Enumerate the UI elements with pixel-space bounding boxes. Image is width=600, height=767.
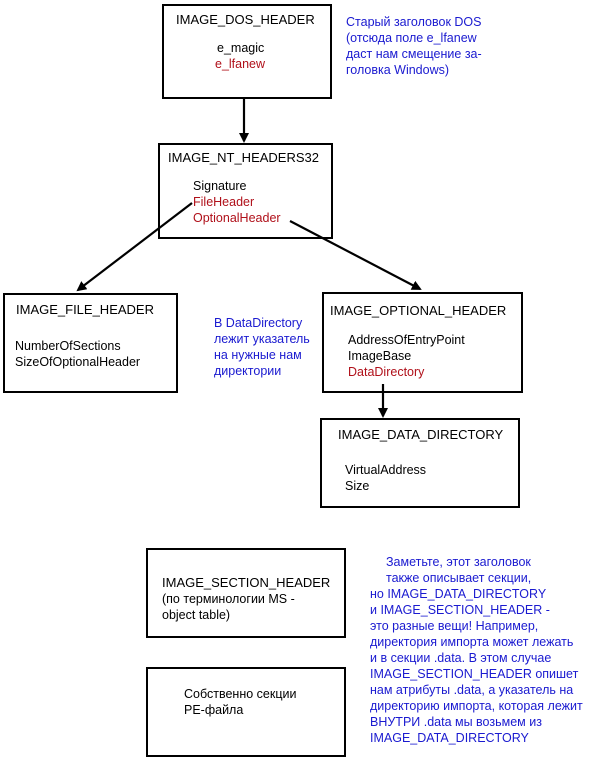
sections-line: PE-файла [184, 703, 244, 717]
dos-note-line: даст нам смещение за- [346, 47, 482, 61]
nt-headers-field-optionalheader: OptionalHeader [193, 211, 281, 225]
section-header-note: Заметьте, этот заголовок также описывает… [370, 554, 583, 746]
optional-header-box [322, 292, 523, 393]
dos-note-line: (отсюда поле e_lfanew [346, 31, 477, 45]
optional-header-field-imagebase: ImageBase [348, 349, 412, 363]
data-directory-field-virtualaddress: VirtualAddress [345, 463, 427, 477]
nt-headers-box [158, 143, 333, 239]
datadirectory-note: В DataDirectory лежит указатель на нужны… [214, 315, 310, 379]
section-note-line: IMAGE_SECTION_HEADER опишет [370, 667, 579, 681]
sections-line: Собственно секции [184, 687, 297, 701]
section-header-box [146, 548, 346, 638]
optional-header-field-addressofentrypoint: AddressOfEntryPoint [348, 333, 465, 347]
dos-note-line: головка Windows) [346, 63, 450, 77]
datadir-note-line: директории [214, 364, 282, 378]
dos-header-box [162, 4, 332, 99]
optional-header-field-datadirectory: DataDirectory [348, 365, 425, 379]
arrow-optionalheader-to-optional-header [289, 220, 422, 290]
sections-box [146, 667, 346, 757]
section-header-line: object table) [162, 608, 231, 622]
section-note-line: это разные вещи! Например, [370, 619, 539, 633]
section-note-line: также описывает секции, [386, 571, 532, 585]
data-directory-box [320, 418, 520, 508]
nt-headers-field-fileheader: FileHeader [193, 195, 255, 209]
section-note-line: директория импорта может лежать [370, 635, 574, 649]
section-note-line: Заметьте, этот заголовок [386, 555, 531, 569]
section-note-line: и в секции .data. В этом случае [370, 651, 552, 665]
datadir-note-line: на нужные нам [214, 348, 302, 362]
file-header-field-numberofsections: NumberOfSections [15, 339, 121, 353]
file-header-box [3, 293, 178, 393]
file-header-title: IMAGE_FILE_HEADER [16, 302, 154, 317]
data-directory-title: IMAGE_DATA_DIRECTORY [338, 427, 504, 442]
data-directory-field-size: Size [345, 479, 370, 493]
arrow-fileheader-to-file-header [76, 202, 193, 292]
nt-headers-field-signature: Signature [193, 179, 247, 193]
section-note-line: IMAGE_DATA_DIRECTORY [370, 731, 529, 745]
section-note-line: нам атрибуты .data, а указатель на [370, 683, 574, 697]
section-note-line: но IMAGE_DATA_DIRECTORY [370, 587, 547, 601]
optional-header-title: IMAGE_OPTIONAL_HEADER [330, 303, 507, 318]
datadir-note-line: В DataDirectory [214, 316, 303, 330]
dos-header-field-e-lfanew: e_lfanew [215, 57, 266, 71]
dos-header-title: IMAGE_DOS_HEADER [176, 12, 315, 27]
section-note-line: директорию импорта, которая лежит [370, 699, 583, 713]
section-note-line: и IMAGE_SECTION_HEADER - [370, 603, 550, 617]
dos-note-line: Старый заголовок DOS [346, 15, 482, 29]
section-header-title: IMAGE_SECTION_HEADER [162, 575, 331, 590]
datadir-note-line: лежит указатель [214, 332, 310, 346]
dos-header-note: Старый заголовок DOS (отсюда поле e_lfan… [346, 14, 482, 78]
section-note-line: ВНУТРИ .data мы возьмем из [370, 715, 542, 729]
section-header-line: (по терминологии MS - [162, 592, 295, 606]
file-header-field-sizeofoptionalheader: SizeOfOptionalHeader [15, 355, 141, 369]
nt-headers-title: IMAGE_NT_HEADERS32 [168, 150, 319, 165]
dos-header-field-e-magic: e_magic [217, 41, 265, 55]
